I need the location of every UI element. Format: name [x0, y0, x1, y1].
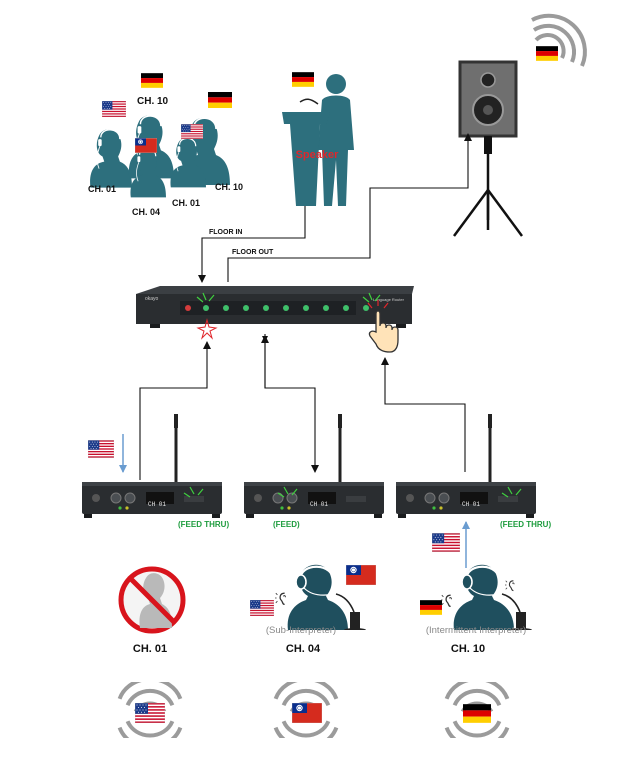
transmitter-mode-label: (FEED THRU): [178, 520, 229, 529]
flag-de-icon: [463, 704, 491, 723]
audience-label: CH. 10: [137, 96, 169, 107]
interpreter-channel: CH. 04: [286, 643, 321, 655]
speaker-label: Speaker: [296, 149, 340, 161]
broadcast-ch04: [276, 679, 337, 747]
speaker-figure: Speaker: [282, 72, 354, 206]
audience-label: CH. 01: [88, 184, 116, 194]
interpreter-role: (Intermittent Interpreter): [426, 625, 526, 636]
broadcast-waves-icon: [531, 13, 587, 67]
language-router-unit: okayo Language Router: [136, 286, 414, 340]
active-glow: [196, 292, 381, 303]
flag-tw-icon: [292, 703, 322, 723]
panel-label: Language Router: [373, 297, 405, 302]
audience-label: CH. 10: [215, 182, 243, 192]
floor-out-label: FLOOR OUT: [232, 249, 274, 256]
flag-us-icon: [250, 600, 274, 616]
loudspeaker-icon: [452, 60, 524, 237]
transmitter-mode-label: (FEED): [273, 520, 300, 529]
transmitter-1: CH 01 (FEED THRU): [82, 414, 229, 529]
listener-icon: [89, 128, 132, 188]
audience-label: CH. 04: [132, 207, 160, 217]
interpreter-ch04: (Sub-Interpreter) CH. 04: [250, 563, 376, 655]
transmitter-display: CH 01: [310, 501, 328, 508]
feed-wires: [139, 334, 466, 480]
flag-de-icon: [420, 600, 442, 615]
interpreter-channel: CH. 10: [451, 643, 485, 655]
transmitter-display: CH 01: [462, 501, 480, 508]
broadcast-ch01: [120, 679, 181, 747]
interpreter-ch10: (Intermittent Interpreter) CH. 10: [420, 563, 534, 655]
flag-de-icon: [141, 73, 163, 88]
interpreter-ch01: CH. 01: [118, 566, 186, 655]
flag-us-icon: [88, 440, 114, 458]
flag-de-icon: [536, 46, 558, 61]
flag-us-icon: [181, 124, 203, 139]
headset-icon: [452, 563, 534, 630]
transmitter-2: CH 01 (FEED): [244, 414, 384, 529]
audience-label: CH. 01: [172, 198, 200, 208]
brand-label: okayo: [145, 296, 159, 302]
floor-in-label: FLOOR IN: [209, 229, 242, 236]
audience-group: CH. 10 CH. 01 CH. 04 CH. 01 CH. 10: [88, 73, 243, 217]
ear-icon: [441, 594, 453, 608]
broadcast-ch10: [447, 679, 508, 747]
ear-icon: [275, 592, 287, 606]
sparkle-icon: [196, 318, 218, 340]
transmitter-display: CH 01: [148, 501, 166, 508]
flag-de-icon: [292, 72, 314, 87]
transmitter-3: CH 01 (FEED THRU): [396, 414, 551, 568]
flag-us-icon: [135, 703, 165, 723]
interpreter-role: (Sub-Interpreter): [266, 625, 336, 636]
interpreter-channel: CH. 01: [133, 643, 167, 655]
flag-us-icon: [432, 533, 460, 552]
flag-tw-icon: [135, 138, 157, 153]
transmitter-mode-label: (FEED THRU): [500, 520, 551, 529]
flag-tw-icon: [346, 565, 376, 585]
channel-buttons: [203, 305, 369, 311]
floor-wires: FLOOR IN FLOOR OUT: [198, 133, 472, 283]
ear-icon: [505, 580, 515, 592]
flag-us-icon: [102, 101, 126, 117]
power-led: [185, 305, 191, 311]
pointer-hand-icon: [367, 300, 399, 353]
flag-de-icon: [208, 92, 232, 108]
